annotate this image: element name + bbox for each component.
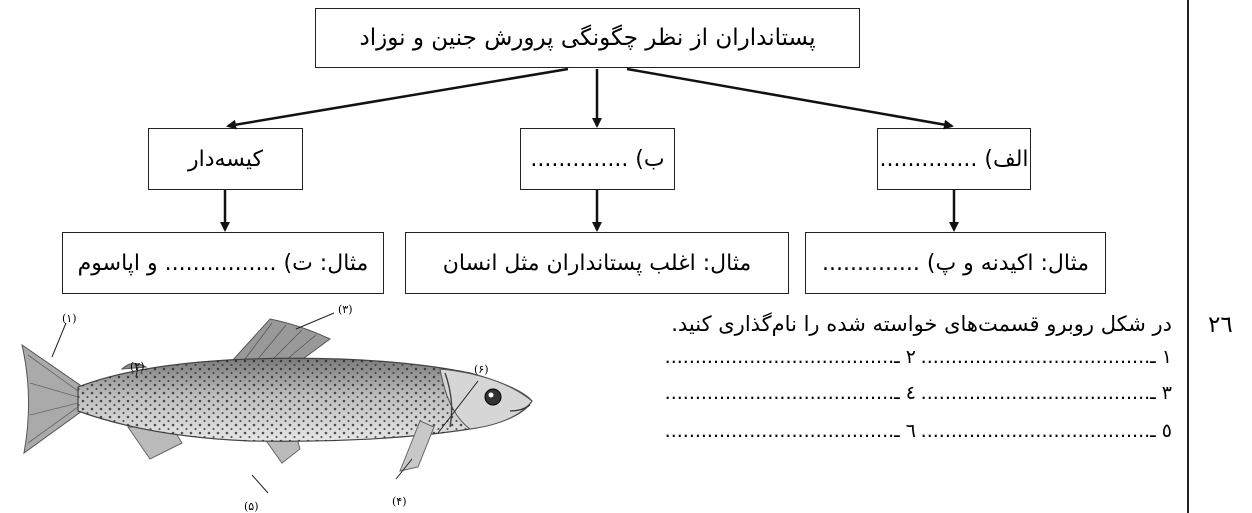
answer-blank[interactable]: ...................................... — [664, 420, 895, 442]
fish-label-2: (۲) — [130, 360, 145, 373]
fish-label-1: (۱) — [62, 312, 77, 325]
example-box-middle: مثال: اغلب پستانداران مثل انسان — [405, 232, 789, 294]
answer-label: ٦ ـ — [894, 420, 916, 442]
answer-label: ٤ ـ — [894, 382, 916, 404]
example-box-right: مثال: اکیدنه و پ) .............. — [805, 232, 1106, 294]
tail-fin — [21, 343, 83, 455]
answer-label: ۱ ـ — [1150, 346, 1172, 368]
pectoral-fin — [399, 420, 435, 472]
answer-blank[interactable]: ...................................... — [920, 420, 1151, 442]
answer-row-5: ٥ ـ.....................................… — [921, 420, 1172, 442]
arrow-root-to-right — [626, 67, 954, 130]
answer-blank[interactable]: ...................................... — [920, 346, 1151, 368]
trout-illustration — [21, 312, 533, 494]
root-box: پستانداران از نظر چگونگی پرورش جنین و نو… — [315, 8, 860, 68]
answer-row-1: ۱ ـ.....................................… — [921, 346, 1172, 368]
answer-row-4: ٤ ـ.....................................… — [665, 382, 916, 404]
answer-label: ٥ ـ — [1150, 420, 1172, 442]
example-box-left: مثال: ت) ................ و اپاسوم — [62, 232, 384, 294]
fish-label-4: (۴) — [392, 495, 407, 508]
answer-blank[interactable]: ...................................... — [664, 382, 895, 404]
fish-label-3: (۳) — [338, 303, 353, 316]
fish-label-6: (۶) — [474, 363, 489, 376]
answer-label: ۲ ـ — [894, 346, 916, 368]
answer-label: ۳ ـ — [1150, 382, 1172, 404]
category-box-right: الف) .............. — [877, 128, 1031, 190]
margin-rule — [1187, 0, 1189, 513]
question-number: ۲٦ — [1208, 312, 1233, 338]
answer-blank[interactable]: ...................................... — [664, 346, 895, 368]
answer-row-6: ٦ ـ.....................................… — [665, 420, 916, 442]
adipose-fin — [120, 363, 148, 370]
dorsal-fin — [230, 318, 331, 362]
category-box-middle: ب) .............. — [520, 128, 675, 190]
fish-eye — [484, 388, 502, 406]
arrow-root-to-left — [226, 67, 569, 130]
category-box-left: کیسه‌دار — [148, 128, 303, 190]
answer-row-2: ۲ ـ.....................................… — [665, 346, 916, 368]
question-text: در شکل روبرو قسمت‌های خواسته شده را نام‌… — [671, 312, 1172, 336]
fish-label-5: (۵) — [244, 500, 259, 513]
answer-blank[interactable]: ...................................... — [920, 382, 1151, 404]
answer-row-3: ۳ ـ.....................................… — [921, 382, 1172, 404]
